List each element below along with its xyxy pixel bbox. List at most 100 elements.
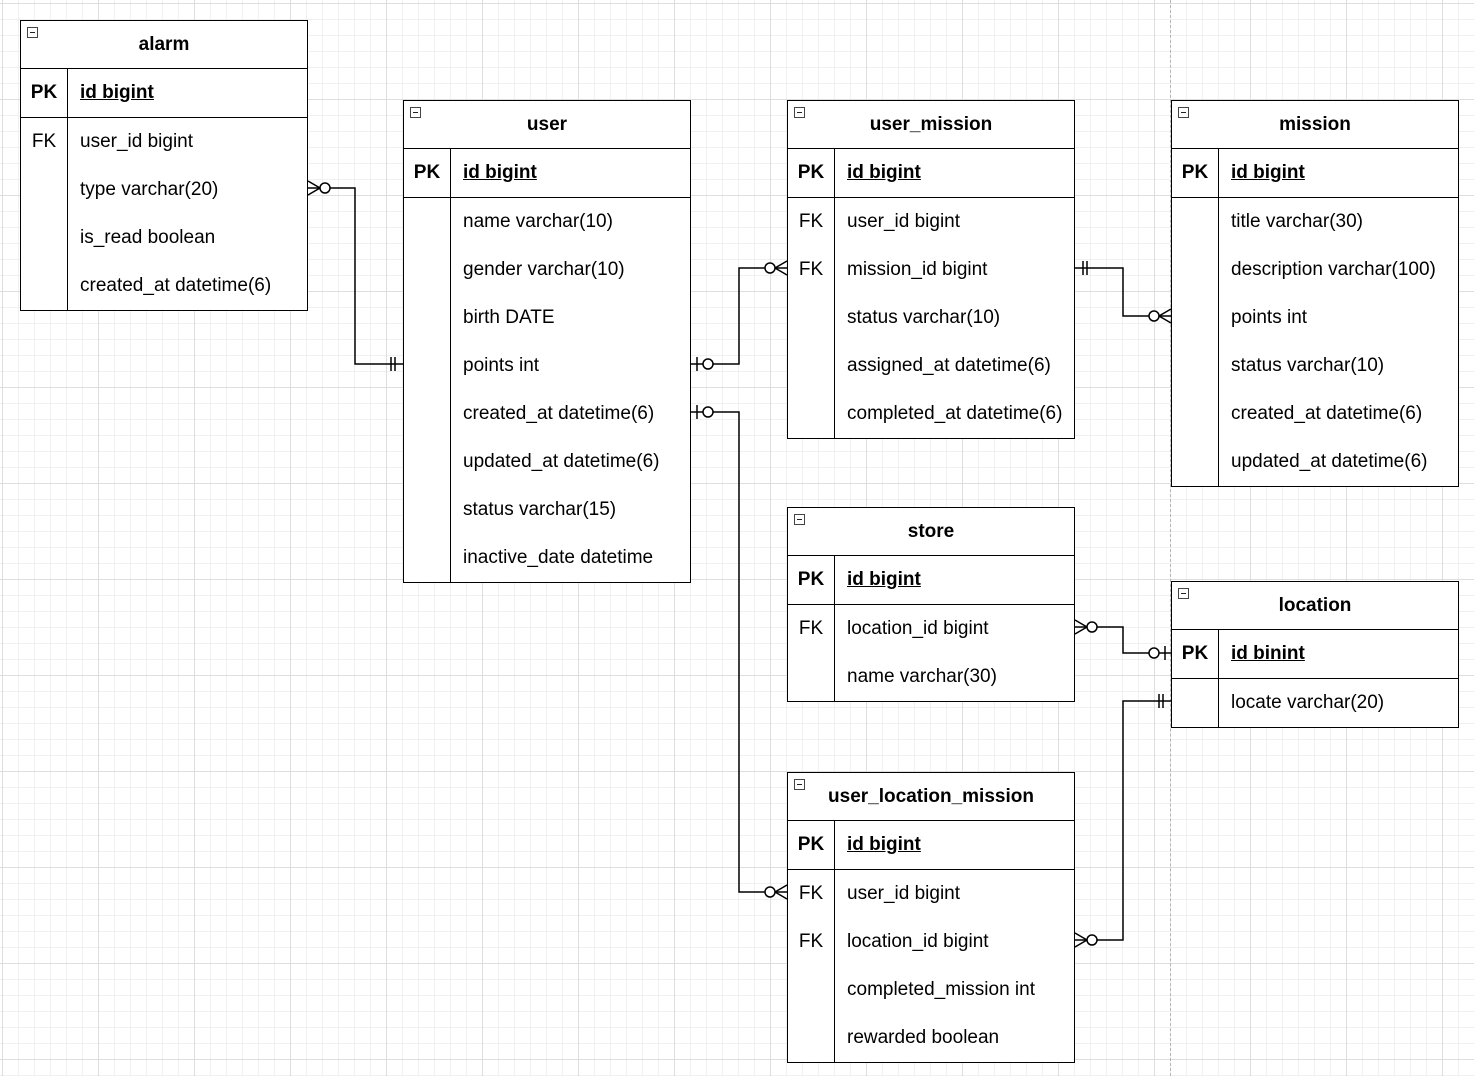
field-key-label: [788, 390, 835, 438]
field-row[interactable]: completed_mission int: [788, 966, 1074, 1014]
field-attribute: birth DATE: [463, 307, 555, 328]
field-row[interactable]: updated_at datetime(6): [1172, 438, 1458, 486]
relationship-line: [691, 267, 787, 365]
field-attribute: name varchar(10): [463, 211, 613, 232]
collapse-icon[interactable]: [794, 514, 805, 525]
field-key-label: [404, 246, 451, 294]
field-row[interactable]: name varchar(10): [404, 198, 690, 246]
pk-attribute: id bigint: [1231, 162, 1305, 183]
collapse-icon[interactable]: [1178, 107, 1189, 118]
pk-attribute: id bigint: [847, 162, 921, 183]
field-key-label: [21, 166, 68, 214]
relationship-store-location: [1074, 619, 1171, 660]
field-key-label: [1172, 679, 1219, 727]
entity-name: user_mission: [869, 114, 993, 135]
field-row[interactable]: assigned_at datetime(6): [788, 342, 1074, 390]
entity-title: location: [1172, 582, 1458, 630]
field-attribute: name varchar(30): [847, 666, 997, 687]
field-key-label: [1172, 342, 1219, 390]
field-row[interactable]: status varchar(15): [404, 486, 690, 534]
collapse-icon[interactable]: [410, 107, 421, 118]
field-row[interactable]: is_read boolean: [21, 214, 307, 262]
relationship-line: [1075, 700, 1171, 941]
pk-key-label: PK: [1172, 630, 1219, 678]
field-row[interactable]: status varchar(10): [788, 294, 1074, 342]
relationship-user_location_mission-location: [1074, 694, 1171, 948]
field-row[interactable]: inactive_date datetime: [404, 534, 690, 582]
zero-circle-mark: [702, 406, 714, 418]
field-attribute: status varchar(10): [847, 307, 1001, 328]
collapse-icon[interactable]: [794, 779, 805, 790]
field-row[interactable]: rewarded boolean: [788, 1014, 1074, 1062]
relationship-user-user_mission: [691, 260, 788, 371]
entity-title: mission: [1172, 101, 1458, 149]
field-key-label: [404, 486, 451, 534]
field-key-label: [788, 1014, 835, 1062]
field-attribute: points int: [1231, 307, 1308, 328]
zero-circle-mark: [702, 358, 714, 370]
field-row[interactable]: description varchar(100): [1172, 246, 1458, 294]
field-row[interactable]: created_at datetime(6): [21, 262, 307, 310]
entity-name: mission: [1279, 114, 1351, 135]
field-row[interactable]: birth DATE: [404, 294, 690, 342]
zero-circle-mark: [1148, 647, 1160, 659]
field-key-label: FK: [788, 918, 835, 966]
field-attribute: updated_at datetime(6): [463, 451, 660, 472]
collapse-icon[interactable]: [794, 107, 805, 118]
pk-attribute: id bigint: [847, 569, 921, 590]
field-attribute: locate varchar(20): [1231, 692, 1385, 713]
collapse-icon[interactable]: [27, 27, 38, 38]
field-row[interactable]: points int: [1172, 294, 1458, 342]
zero-circle-mark: [1086, 621, 1098, 633]
field-row[interactable]: name varchar(30): [788, 653, 1074, 701]
field-attribute: user_id bigint: [80, 131, 194, 152]
fields-section: title varchar(30)description varchar(100…: [1172, 198, 1458, 486]
pk-key-label: PK: [21, 69, 68, 117]
field-row[interactable]: title varchar(30): [1172, 198, 1458, 246]
field-key-label: FK: [788, 246, 835, 294]
field-row[interactable]: gender varchar(10): [404, 246, 690, 294]
field-row[interactable]: type varchar(20): [21, 166, 307, 214]
field-row[interactable]: updated_at datetime(6): [404, 438, 690, 486]
field-row[interactable]: created_at datetime(6): [1172, 390, 1458, 438]
field-row[interactable]: completed_at datetime(6): [788, 390, 1074, 438]
zero-circle-mark: [764, 886, 776, 898]
field-row[interactable]: created_at datetime(6): [404, 390, 690, 438]
relationship-line: [691, 411, 787, 893]
fields-section: locate varchar(20): [1172, 679, 1458, 727]
collapse-icon[interactable]: [1178, 588, 1189, 599]
field-row[interactable]: status varchar(10): [1172, 342, 1458, 390]
field-row[interactable]: locate varchar(20): [1172, 679, 1458, 727]
field-key-label: [404, 294, 451, 342]
field-attribute: created_at datetime(6): [1231, 403, 1423, 424]
field-row[interactable]: points int: [404, 342, 690, 390]
